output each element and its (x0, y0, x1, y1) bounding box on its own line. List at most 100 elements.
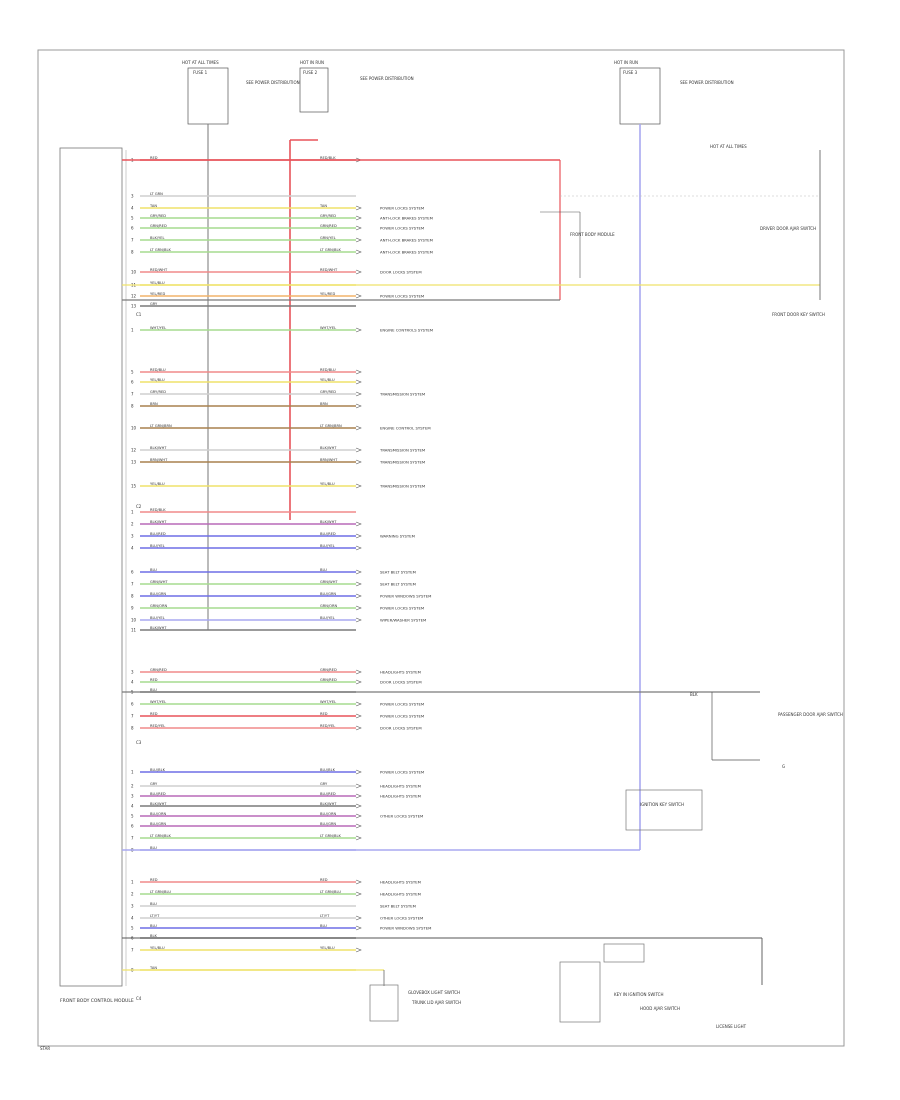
wire-pin: 1 (131, 328, 134, 333)
wire-pin: 2 (131, 784, 134, 789)
key-switch-label: IGNITION KEY SWITCH (640, 802, 684, 807)
wire-color-label: YEL/BLU (150, 946, 165, 950)
wire-color-label: BLU/BLK (150, 768, 166, 772)
wire-end-label: YEL/BLU (320, 482, 335, 486)
wire-end-label: GRN/YEL (320, 236, 336, 240)
wire-pin: 9 (131, 606, 134, 611)
module-label: FRONT BODY CONTROL MODULE (60, 998, 134, 1004)
wire-end-label: RED/BLK (320, 156, 336, 160)
wire-arrow (355, 521, 362, 527)
wire-system-label: HEADLIGHTS SYSTEM (380, 784, 421, 789)
wire-arrow (355, 947, 362, 953)
wire-pin: 1 (131, 510, 134, 515)
wire-pin: 7 (131, 238, 134, 243)
wire-system-label: HEADLIGHTS SYSTEM (380, 794, 421, 799)
wire-pin: 8 (131, 594, 134, 599)
wire-end-label: GRN/RED (320, 224, 337, 228)
wire-arrow (355, 713, 362, 719)
wire-end-label: BLK/WHT (320, 520, 337, 524)
module-body: FRONT BODY CONTROL MODULE (59, 147, 134, 1004)
wire-system-label: HEADLIGHTS SYSTEM (380, 880, 421, 885)
wire-system-label: SEAT BELT SYSTEM (380, 582, 416, 587)
wire-end-label: BRN/WHT (320, 458, 338, 462)
wire-system-label: TRANSMISSION SYSTEM (379, 448, 425, 453)
wire-color-label: BLU/YEL (150, 616, 165, 620)
wire-end-label: BLK/WHT (320, 446, 337, 450)
wire-arrow (355, 215, 362, 221)
wire-end-label: LT GRN/BLU (320, 890, 341, 894)
wire-color-label: BRN (150, 402, 158, 406)
wire-color-label: YEL/BLU (150, 378, 165, 382)
wire-color-label: BLU (150, 568, 157, 572)
wire-arrow (355, 803, 362, 809)
wire-color-label: BRN/WHT (150, 458, 168, 462)
wire-end-label: RED/YEL (320, 724, 335, 728)
wire-system-label: DOOR LOCKS SYSTEM (380, 680, 422, 685)
wire-pin: 10 (131, 618, 137, 623)
wire-pin: 7 (131, 714, 134, 719)
wire-color-label: BLU (150, 846, 157, 850)
wire-end-label: BLU/RED (320, 532, 336, 536)
wire-color-label: RED (150, 678, 158, 682)
wire-system-label: SEAT BELT SYSTEM (380, 570, 416, 575)
trunk-label: FRONT BODY MODULE (570, 232, 615, 237)
switch-label: DRIVER DOOR AJAR SWITCH (760, 226, 816, 231)
wire-system-label: ENGINE CONTROL SYSTEM (380, 426, 431, 431)
wire-pin: 5 (131, 814, 134, 819)
wire-pin: 8 (131, 726, 134, 731)
wire-system-label: OTHER LOCKS SYSTEM (380, 814, 423, 819)
fuse-group-2: HOT IN RUN SEE POWER DISTRIBUTION FUSE 2 (299, 60, 414, 113)
wire-color-label: BLK/WHT (150, 446, 167, 450)
wire-color-label: BLU/RED (150, 792, 166, 796)
fuse-3-box: FUSE 3 (623, 70, 638, 75)
wire-end-label: BLK/WHT (320, 802, 337, 806)
wire-end-label: RED/BLU (320, 368, 336, 372)
bottom-mid-label: KEY IN IGNITION SWITCH (614, 992, 663, 997)
wire-system-label: POWER LOCKS SYSTEM (380, 714, 424, 719)
right-mid-switches: BLK PASSENGER DOOR AJAR SWITCH G IGNITIO… (625, 692, 843, 831)
wire-end-label: BLU/YEL (320, 544, 335, 548)
fuse-group-1: HOT AT ALL TIMES SEE POWER DISTRIBUTION … (182, 60, 300, 125)
wire-color-label: RED/BLK (150, 508, 166, 512)
wire-system-label: POWER LOCKS SYSTEM (380, 226, 424, 231)
wire-end-label: BLU/RED (320, 792, 336, 796)
wire-arrow (355, 569, 362, 575)
wire-end-label: LT GRN/BLK (320, 834, 341, 838)
wire-system-label: SEAT BELT SYSTEM (380, 904, 416, 909)
wire-arrow (355, 379, 362, 385)
bottom-components: GLOVEBOX LIGHT SWITCH KEY IN IGNITION SW… (369, 943, 747, 1029)
wire-arrow (355, 237, 362, 243)
wire-color-label: BLK/YEL (150, 236, 165, 240)
wire-color-label: BLU (150, 902, 157, 906)
wire-arrow (355, 915, 362, 921)
wire-system-label: ANTI-LOCK BRAKES SYSTEM (380, 238, 433, 243)
wire-color-label: BLU/ORN (150, 812, 166, 816)
wire-color-label: BLU/GRN (150, 822, 166, 826)
wire-arrow (355, 327, 362, 333)
wire-pin: 3 (131, 194, 134, 199)
wire-color-label: GRN/RED (150, 224, 167, 228)
wire-system-label: POWER LOCKS SYSTEM (380, 294, 424, 299)
wire-color-label: GRY (150, 782, 158, 786)
wire-arrow (355, 679, 362, 685)
connector-c4: C4 (136, 996, 142, 1001)
wire-system-label: DOOR LOCKS SYSTEM (380, 726, 422, 731)
wire-system-label: POWER LOCKS SYSTEM (380, 606, 424, 611)
wire-end-label: WHT/YEL (320, 700, 336, 704)
front-door-label: FRONT DOOR KEY SWITCH (772, 312, 825, 317)
wire-pin: 5 (131, 370, 134, 375)
wire-color-label: YEL/BLU (150, 482, 165, 486)
fuse-group-3: HOT IN RUN SEE POWER DISTRIBUTION FUSE 3 (614, 60, 734, 125)
wire-arrow (355, 701, 362, 707)
wire-pin: 3 (131, 670, 134, 675)
wire-color-label: BLU/RED (150, 532, 166, 536)
wire-system-label: OTHER LOCKS SYSTEM (380, 916, 423, 921)
wire-end-label: TAN (319, 204, 327, 208)
wire-end-label: BLU/YEL (320, 616, 335, 620)
connector-c1: C1 (136, 312, 142, 317)
wire-color-label: RED/BLU (150, 368, 166, 372)
wire-end-label: YEL/BLU (320, 378, 335, 382)
wire-arrow (355, 593, 362, 599)
wire-end-label: LT/YT (320, 914, 330, 918)
